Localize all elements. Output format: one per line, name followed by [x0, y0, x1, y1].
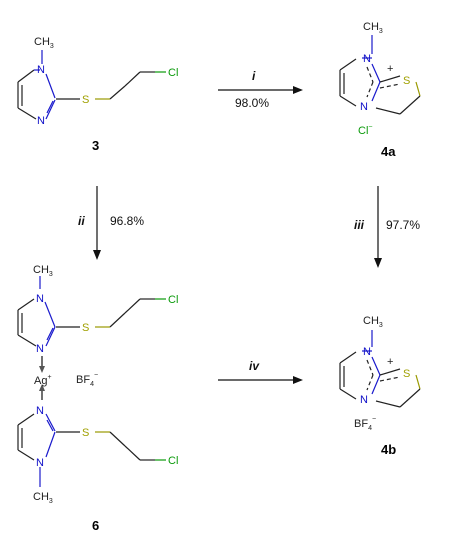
atom-ch3: CH3	[34, 36, 54, 50]
atom-n3-4a: N	[360, 101, 368, 113]
arrow-step-iv: iv	[218, 359, 303, 384]
step-label-iv: iv	[249, 359, 260, 373]
atom-s: S	[82, 94, 89, 106]
atom-s-top-6: S	[82, 322, 89, 334]
compound-label-6: 6	[92, 518, 99, 533]
atom-n3-bottom-6: N	[36, 405, 44, 417]
counterion-6: BF4−	[76, 372, 98, 388]
atom-n3: N	[37, 115, 45, 127]
atom-ag-6: Ag+	[34, 374, 52, 387]
compound-4b: N N CH3 S + BF4− 4b	[339, 315, 421, 457]
atom-cl-top-6: Cl	[168, 294, 178, 306]
arrow-step-iii: iii 97.7%	[354, 186, 420, 268]
compound-label-4a: 4a	[381, 144, 396, 159]
atom-cl-bottom-6: Cl	[168, 455, 178, 467]
atom-ch3-4b: CH3	[363, 315, 383, 329]
compound-6: N N CH3 S Cl Ag+ BF4− N N CH3 S Cl 6	[17, 264, 178, 533]
step-label-i: i	[252, 69, 256, 83]
compound-3: N N CH3 S Cl 3	[17, 36, 178, 153]
atom-n3-4b: N	[360, 394, 368, 406]
atom-n1-4a: N	[363, 53, 371, 65]
atom-cl: Cl	[168, 67, 178, 79]
counterion-4b: BF4−	[354, 416, 376, 432]
step-yield-iii: 97.7%	[386, 218, 420, 232]
compound-label-4b: 4b	[381, 442, 396, 457]
step-label-ii: ii	[78, 214, 85, 228]
atom-ch3-top-6: CH3	[33, 264, 53, 278]
step-yield-i: 98.0%	[235, 96, 269, 110]
charge-plus-4a: +	[387, 63, 393, 75]
step-yield-ii: 96.8%	[110, 214, 144, 228]
atom-s-bottom-6: S	[82, 427, 89, 439]
charge-plus-4b: +	[387, 356, 393, 368]
compound-4a: N N CH3 S + Cl− 4a	[339, 21, 421, 159]
atom-s-4b: S	[403, 368, 410, 380]
compound-label-3: 3	[92, 138, 99, 153]
atom-n1-4b: N	[363, 346, 371, 358]
atom-n1: N	[37, 64, 45, 76]
counterion-4a: Cl−	[358, 124, 372, 137]
atom-s-4a: S	[403, 75, 410, 87]
arrow-step-ii: ii 96.8%	[78, 186, 144, 260]
atom-n1-top-6: N	[36, 293, 44, 305]
atom-n3-top-6: N	[36, 343, 44, 355]
arrow-step-i: i 98.0%	[218, 69, 303, 110]
step-label-iii: iii	[354, 218, 365, 232]
atom-ch3-4a: CH3	[363, 21, 383, 35]
atom-n1-bottom-6: N	[36, 457, 44, 469]
atom-ch3-bottom-6: CH3	[33, 491, 53, 505]
